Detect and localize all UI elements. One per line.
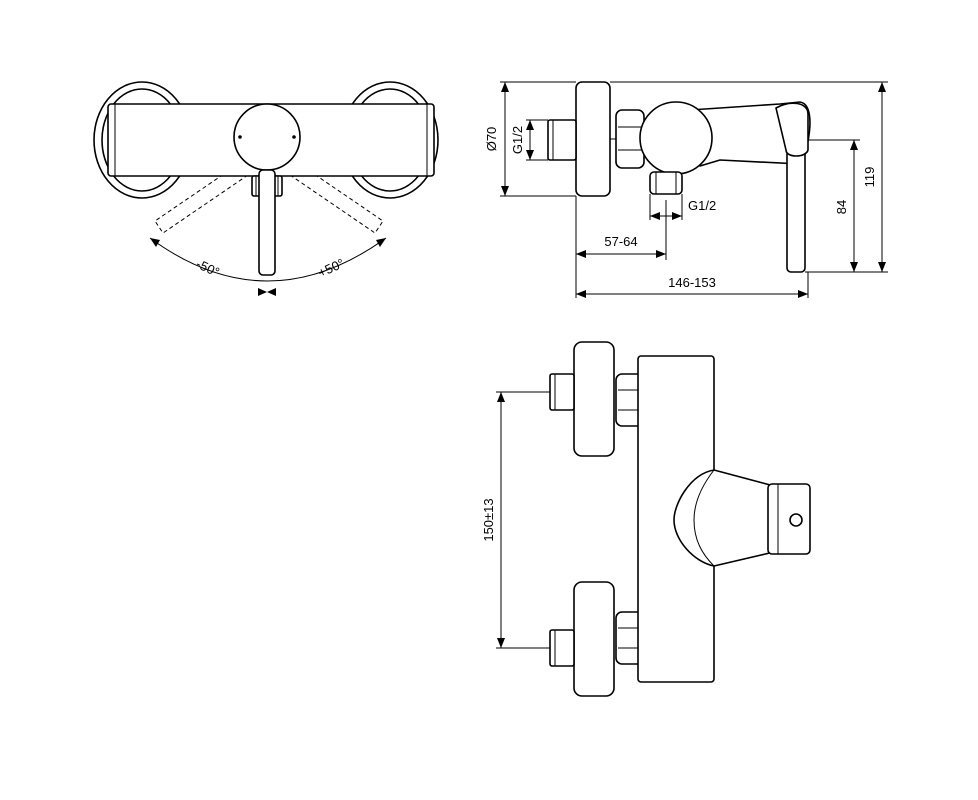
angle-left-label: -50°	[194, 256, 222, 280]
lower-inlet	[549, 581, 645, 697]
angle-right-label: +50°	[316, 255, 347, 280]
angle-arc	[149, 237, 387, 296]
outlet-depth-label: 57-64	[604, 234, 637, 249]
lever-top	[251, 169, 283, 276]
cartridge	[639, 101, 713, 175]
wall-rosette	[575, 81, 611, 197]
hex-nut	[610, 109, 645, 169]
inlet-spacing-label: 150±13	[481, 498, 496, 541]
inlet-pipe	[547, 119, 577, 161]
inlet-thread-label: G1/2	[510, 126, 525, 154]
side-view: Ø70 G1/2 G1/2 57-64 146-153 84	[484, 81, 888, 298]
outlet-nut	[649, 171, 683, 195]
upper-inlet	[549, 341, 645, 457]
front-view: 150±13	[481, 341, 811, 697]
total-depth-label: 146-153	[668, 275, 716, 290]
lever-front	[673, 469, 775, 567]
total-height-label: 119	[862, 167, 877, 188]
lever-stem	[786, 149, 806, 273]
diameter-label: Ø70	[484, 127, 499, 152]
top-view: -50° +50°	[93, 81, 439, 296]
outlet-thread-label: G1/2	[688, 198, 716, 213]
handle-cap	[233, 103, 301, 171]
lever-height-label: 84	[834, 200, 849, 214]
